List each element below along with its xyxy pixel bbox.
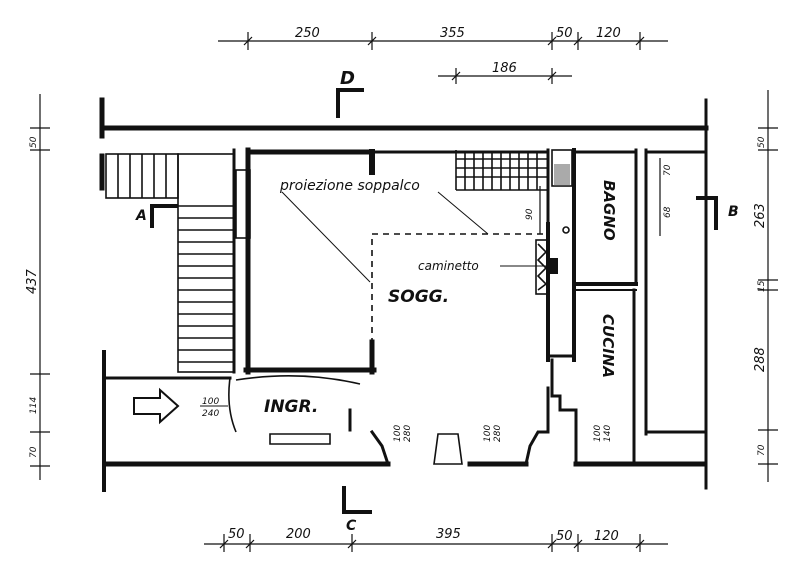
dim-left-50: 50 bbox=[29, 136, 39, 148]
dim-70: 70 bbox=[663, 164, 673, 176]
note-caminetto: caminetto bbox=[418, 259, 479, 273]
central-partition: caminetto 90 bbox=[418, 148, 576, 362]
dim-bottom-395: 395 bbox=[436, 527, 461, 542]
mezzanine-projection: proiezione soppalco bbox=[279, 178, 546, 344]
opening-1-top: 100 bbox=[202, 397, 219, 407]
inner-dimension-186: 186 bbox=[438, 61, 572, 84]
dim-bottom-200: 200 bbox=[286, 527, 311, 542]
opening-3-top: 100 bbox=[483, 425, 493, 442]
dim-right-263: 263 bbox=[753, 203, 768, 228]
left-dimension-chain: 50 437 114 70 bbox=[25, 94, 50, 480]
section-label-a: A bbox=[135, 208, 147, 224]
bottom-dimension-chain: 50 200 395 50 120 bbox=[204, 527, 668, 552]
dim-top-355: 355 bbox=[440, 26, 465, 41]
entrance: INGR. 100 240 bbox=[102, 375, 361, 445]
room-label-cucina: CUCINA bbox=[599, 314, 617, 378]
opening-1-bottom: 240 bbox=[202, 409, 219, 419]
right-dimension-chain: 50 263 15 288 70 bbox=[753, 90, 778, 482]
section-label-c: C bbox=[346, 518, 357, 534]
top-dimension-chain: 250 355 50 120 bbox=[218, 26, 668, 50]
room-label-ingresso: INGR. bbox=[264, 397, 318, 417]
dim-right-15: 15 bbox=[757, 280, 767, 292]
opening-2-bottom: 280 bbox=[403, 425, 413, 442]
dim-68: 68 bbox=[663, 206, 673, 218]
dim-bottom-50: 50 bbox=[228, 527, 245, 542]
room-label-bagno: BAGNO bbox=[600, 180, 618, 241]
dim-bottom-50b: 50 bbox=[556, 529, 573, 544]
opening-2-top: 100 bbox=[393, 425, 403, 442]
outer-walls bbox=[99, 97, 709, 492]
section-label-b: B bbox=[728, 204, 739, 220]
dim-90: 90 bbox=[525, 208, 535, 220]
staircase-left: A bbox=[105, 148, 236, 374]
bottom-openings: 100 280 100 280 100 140 bbox=[369, 386, 613, 466]
living-room-walls bbox=[235, 147, 550, 375]
kitchen-partition bbox=[550, 358, 578, 466]
dim-right-50: 50 bbox=[757, 136, 767, 148]
section-mark-d: D bbox=[336, 68, 364, 118]
dim-bottom-120: 120 bbox=[594, 529, 619, 544]
room-label-soggiorno: SOGG. bbox=[388, 287, 449, 307]
service-block: 70 68 BAGNO CUCINA B bbox=[574, 148, 739, 464]
section-mark-c: C bbox=[342, 486, 372, 534]
dim-left-70: 70 bbox=[29, 446, 39, 458]
opening-4-bottom: 140 bbox=[603, 425, 613, 442]
dim-top-50: 50 bbox=[556, 26, 573, 41]
dim-right-70: 70 bbox=[757, 444, 767, 456]
section-label-d: D bbox=[340, 68, 355, 89]
opening-4-top: 100 bbox=[593, 425, 603, 442]
dim-top-120: 120 bbox=[596, 26, 621, 41]
dim-left-114: 114 bbox=[29, 397, 39, 414]
dim-186: 186 bbox=[492, 61, 517, 76]
arrow-right-icon bbox=[133, 387, 180, 425]
dim-right-288: 288 bbox=[753, 347, 768, 372]
opening-3-bottom: 280 bbox=[493, 425, 503, 442]
note-proiezione-soppalco: proiezione soppalco bbox=[279, 178, 420, 194]
dim-left-437: 437 bbox=[25, 268, 40, 294]
dim-top-250: 250 bbox=[295, 26, 320, 41]
